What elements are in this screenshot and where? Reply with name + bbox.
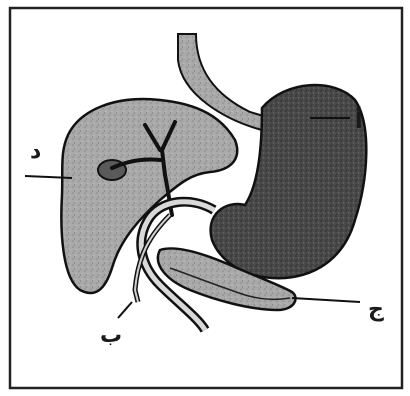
label-duct: ب [100,323,122,348]
leader-line-b [118,302,132,318]
label-pancreas: ج [368,297,384,322]
leader-line-j [292,298,360,302]
label-liver: د [30,139,41,164]
label-esophagus-stomach: أ [355,105,363,134]
